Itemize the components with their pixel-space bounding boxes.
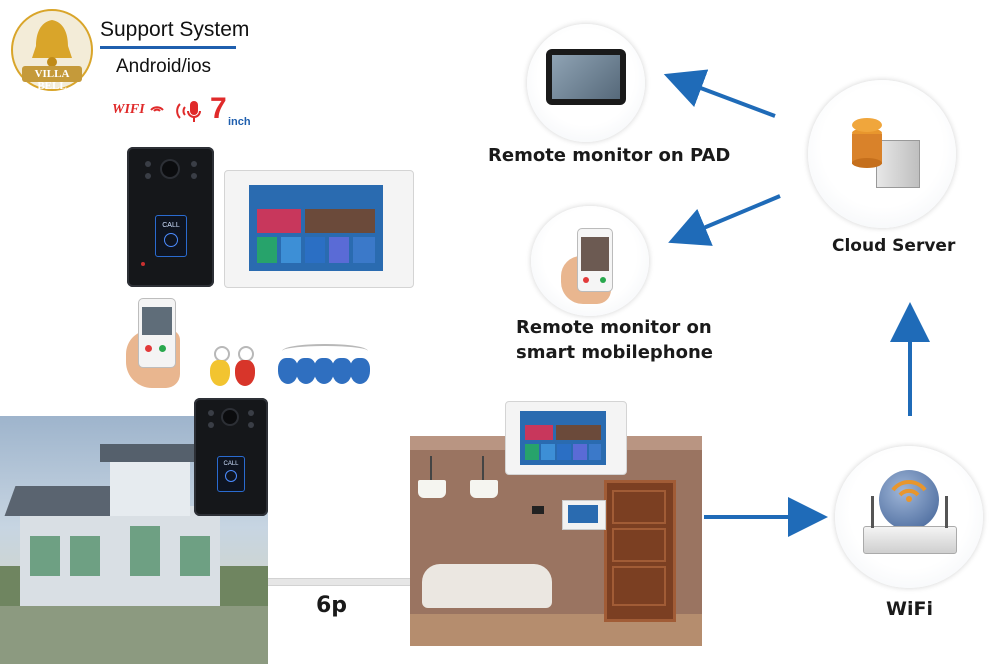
server-icon bbox=[852, 118, 920, 188]
arrow-cloud-to-pad bbox=[663, 69, 776, 118]
rfid-keyfobs-blue bbox=[278, 344, 370, 388]
call-label: CALL bbox=[223, 461, 239, 467]
wifi-badge-label: WIFI bbox=[112, 102, 145, 117]
pad-node-circle bbox=[527, 24, 645, 142]
cable-label: 6p bbox=[316, 593, 348, 618]
mobile-node-label-line1: Remote monitor on bbox=[516, 317, 712, 338]
indoor-monitor-product bbox=[224, 170, 414, 288]
wifi-signal-icon bbox=[891, 480, 927, 502]
cloud-server-circle bbox=[808, 80, 956, 228]
mobile-node-circle bbox=[531, 206, 649, 316]
wifi-badge: WIFI bbox=[112, 100, 165, 118]
outdoor-doorbell-unit: CALL bbox=[127, 147, 214, 287]
bell-icon bbox=[11, 9, 93, 91]
support-system-title: Support System bbox=[100, 18, 250, 41]
villa-bell-logo: VILLA BELL bbox=[10, 8, 94, 92]
arrow-cloud-to-mobile bbox=[668, 194, 781, 246]
call-label: CALL bbox=[162, 222, 180, 229]
rfid-icon bbox=[164, 233, 178, 247]
smartphone-app-image bbox=[118, 296, 180, 392]
card-reader-panel: CALL bbox=[217, 456, 245, 492]
camera-lens-icon bbox=[162, 161, 178, 177]
tablet-icon bbox=[546, 49, 626, 105]
monitor-screen bbox=[249, 185, 383, 271]
monitor-screen bbox=[520, 411, 606, 465]
wifi-node-label: WiFi bbox=[886, 598, 933, 620]
cloud-server-label: Cloud Server bbox=[832, 236, 956, 256]
camera-lens-icon bbox=[223, 410, 237, 424]
router-icon bbox=[863, 526, 957, 554]
header-divider bbox=[100, 46, 236, 49]
indoor-monitor-installed bbox=[505, 401, 627, 475]
screen-size-number: 7 bbox=[210, 92, 227, 125]
rfid-keyfobs-color bbox=[208, 346, 262, 390]
screen-size-unit: inch bbox=[228, 116, 251, 128]
microphone-icon bbox=[176, 98, 212, 129]
rfid-icon bbox=[225, 470, 237, 482]
mobile-node-label-line2: smart mobilephone bbox=[516, 342, 714, 363]
pad-node-label: Remote monitor on PAD bbox=[488, 145, 731, 166]
cable-line bbox=[268, 578, 410, 586]
support-system-subtitle: Android/ios bbox=[116, 56, 212, 77]
outdoor-doorbell-installed: CALL bbox=[194, 398, 268, 516]
wifi-signal-icon bbox=[150, 106, 164, 112]
card-reader-panel: CALL bbox=[155, 215, 187, 257]
wifi-node-circle bbox=[835, 446, 983, 588]
smartphone-icon bbox=[577, 228, 613, 292]
brand-name: VILLA BELL bbox=[34, 68, 70, 92]
